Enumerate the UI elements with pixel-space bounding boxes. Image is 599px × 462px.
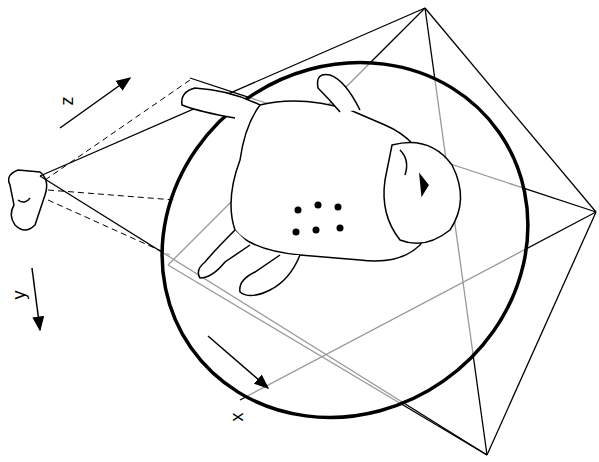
axis-label: x bbox=[228, 413, 246, 422]
axis-label: z bbox=[58, 97, 76, 106]
infant-figure bbox=[182, 75, 461, 296]
transducer-hand bbox=[9, 170, 47, 230]
axis-label: y bbox=[10, 291, 28, 300]
electrode-dots bbox=[293, 202, 344, 236]
axis-arrows bbox=[32, 78, 268, 388]
scan-ellipse bbox=[92, 0, 597, 462]
